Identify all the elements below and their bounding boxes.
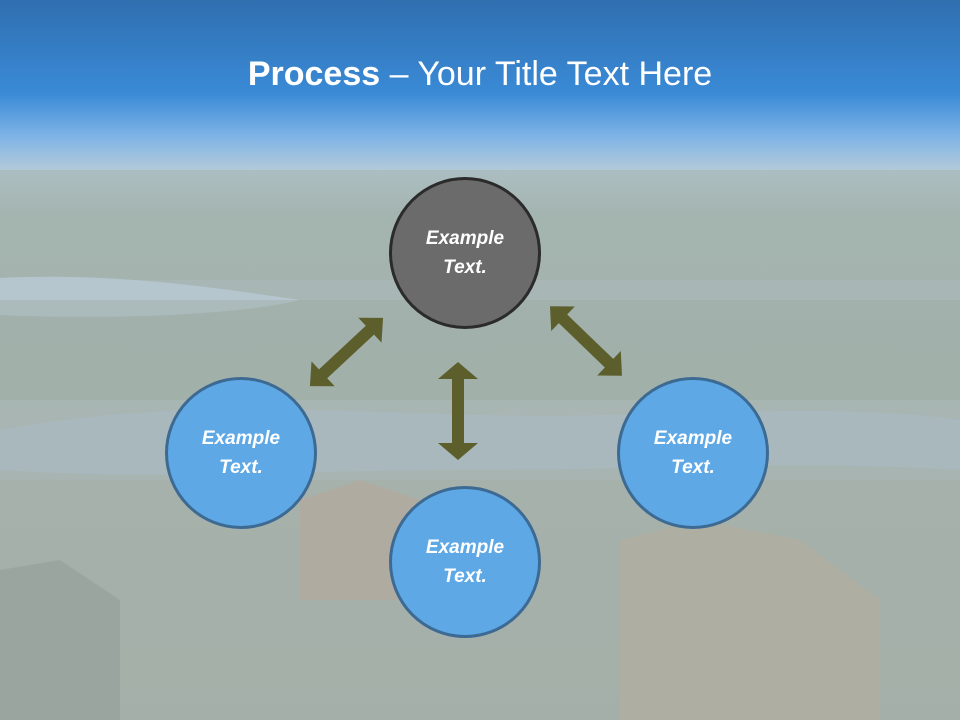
bottom-node-line2: Text. [443,566,487,587]
slide-title: Process – Your Title Text Here [0,52,960,96]
left-node-line1: Example [201,428,281,449]
bottom-node-line1: Example [425,537,505,558]
title-bold-text: Process [247,55,381,93]
center-node-line1: Example [425,228,505,249]
left-node-line2: Text. [219,457,263,478]
right-node-line2: Text. [671,457,715,478]
title-rest-text: – Your Title Text Here [380,55,713,93]
right-node-line1: Example [653,428,733,449]
center-node-line2: Text. [443,257,487,278]
